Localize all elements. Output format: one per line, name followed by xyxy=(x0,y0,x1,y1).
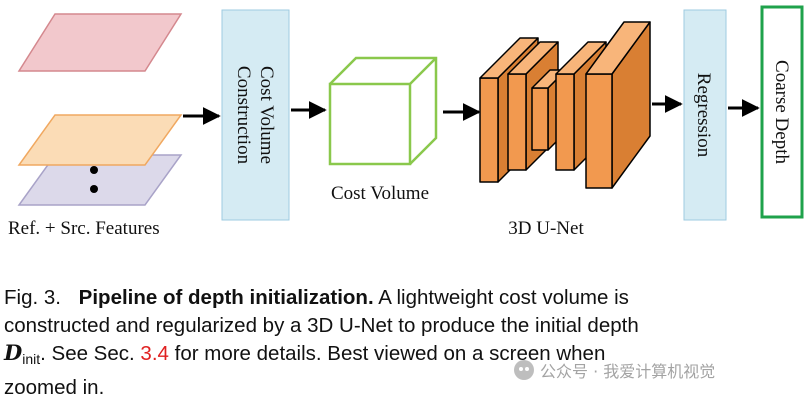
figure-number: Fig. 3. xyxy=(4,286,61,309)
caption-text: for more details. Best viewed on a scree… xyxy=(174,342,606,365)
regression-box xyxy=(683,9,727,221)
cost-volume-construction-box xyxy=(221,9,290,221)
caption-line-1: Fig. 3. Pipeline of depth initialization… xyxy=(4,284,808,312)
section-reference-link[interactable]: 3.4 xyxy=(140,342,169,365)
caption-line-2: constructed and regularized by a 3D U-Ne… xyxy=(4,313,639,337)
regression-label: Regression xyxy=(693,73,714,158)
caption-line-4: zoomed in. xyxy=(4,375,105,399)
caption-text: A lightweight cost volume is xyxy=(378,286,629,309)
features-label: Ref. + Src. Features xyxy=(8,218,160,239)
caption-text: . See Sec. xyxy=(40,342,135,365)
coarse-depth-label: Coarse Depth xyxy=(771,60,792,164)
cost-volume-cube xyxy=(328,56,438,166)
coarse-depth-box xyxy=(760,5,804,219)
cost-volume-construction-line2: Construction xyxy=(233,66,254,165)
watermark: 公众号 · 我爱计算机视觉 xyxy=(514,356,804,384)
wechat-logo-icon xyxy=(514,360,534,380)
caption-line-3: Dinit. See Sec. 3.4 for more details. Be… xyxy=(4,339,808,374)
unet-label: 3D U-Net xyxy=(508,218,584,239)
unet-block xyxy=(479,21,651,189)
caption-title: Pipeline of depth initialization. xyxy=(78,286,374,309)
cost-volume-construction-line1: Cost Volume xyxy=(256,66,277,164)
source-feature-plane-front xyxy=(17,114,183,166)
math-subscript: init xyxy=(22,351,41,367)
cost-volume-label: Cost Volume xyxy=(331,183,429,204)
reference-feature-plane xyxy=(17,13,183,72)
figure-caption: Fig. 3. Pipeline of depth initialization… xyxy=(4,284,808,401)
pipeline-figure: Ref. + Src. Features Cost Volume Constru… xyxy=(8,5,804,239)
ellipsis-dot xyxy=(90,185,98,193)
watermark-text: 公众号 · 我爱计算机视觉 xyxy=(540,362,716,381)
ellipsis-dot xyxy=(90,166,98,174)
math-symbol: D xyxy=(4,340,23,365)
